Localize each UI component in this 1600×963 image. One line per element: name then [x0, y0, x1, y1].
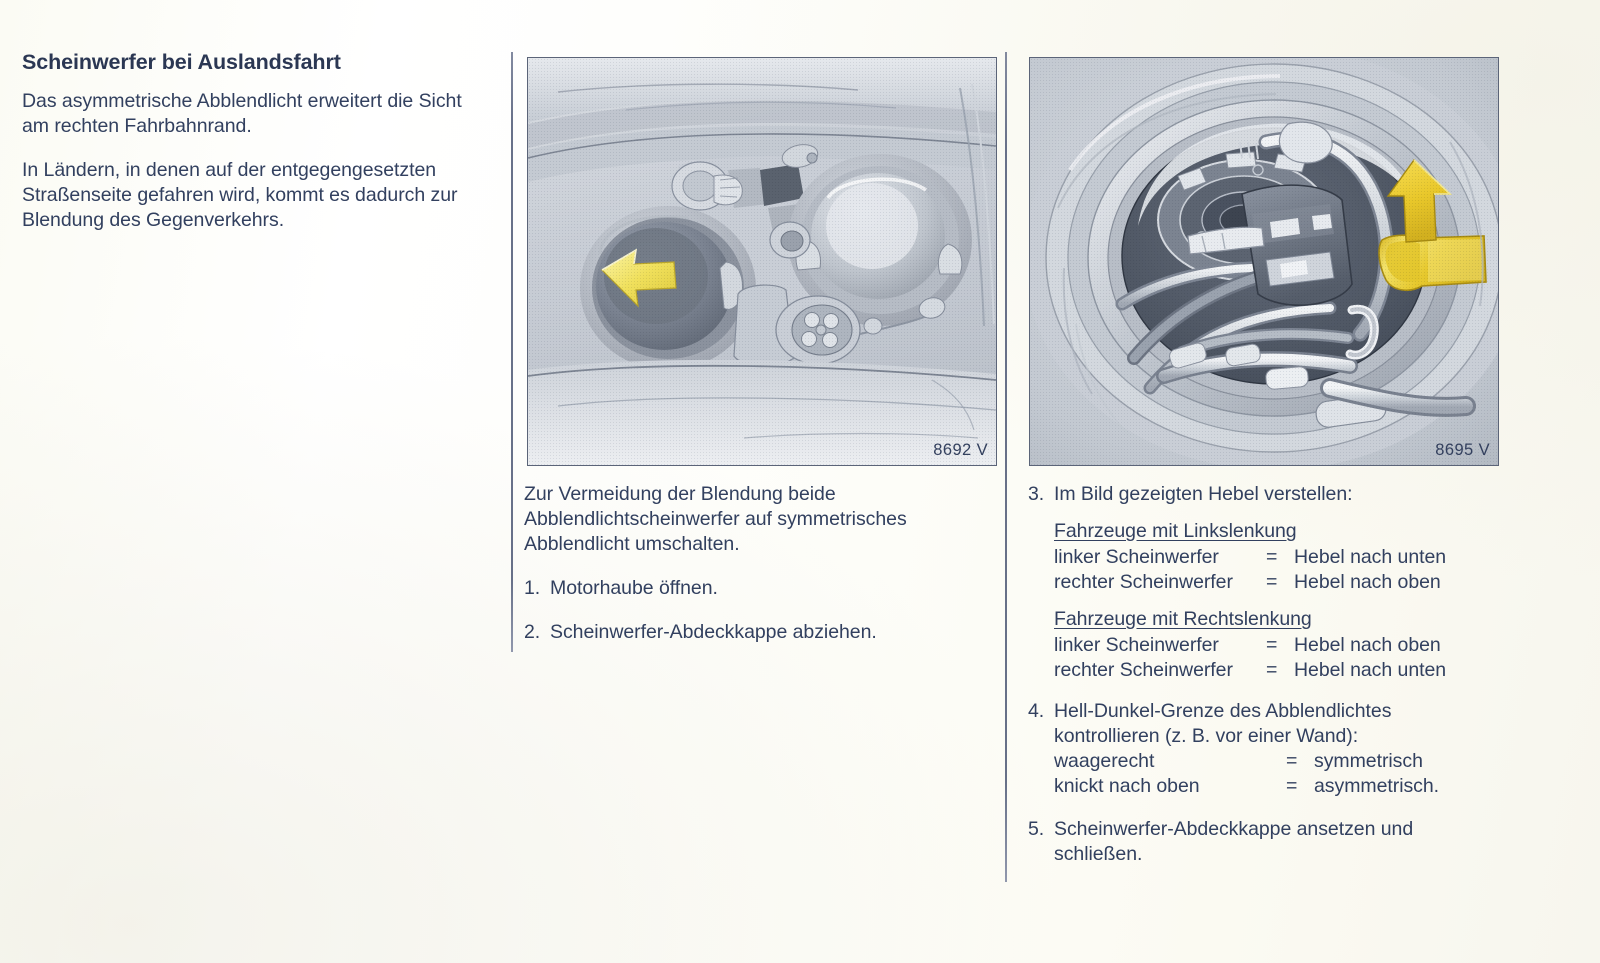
row-value: Hebel nach oben: [1294, 571, 1441, 593]
row-label: rechter Scheinwerfer: [1054, 571, 1233, 593]
step-4-number: 4.: [1028, 700, 1045, 722]
column-divider-middle: [511, 52, 513, 652]
row-label: knickt nach oben: [1054, 775, 1200, 797]
step-3-text: Im Bild gezeigten Hebel verstellen:: [1054, 483, 1353, 505]
row-value: Hebel nach unten: [1294, 659, 1447, 681]
row-value: Hebel nach oben: [1294, 634, 1441, 656]
row-label: linker Scheinwerfer: [1054, 546, 1219, 568]
group-heading-left-hand-drive: Fahrzeuge mit Linkslenkung: [1054, 520, 1297, 542]
step-5-number: 5.: [1028, 818, 1045, 840]
row-label: linker Scheinwerfer: [1054, 634, 1219, 656]
page-title: Scheinwerfer bei Auslandsfahrt: [22, 50, 341, 74]
table-row: linker Scheinwerfer = Hebel nach unten: [1054, 545, 1446, 570]
right-text-column: 3. Im Bild gezeigten Hebel verstellen: F…: [1028, 482, 1498, 867]
table-left-hand-drive: linker Scheinwerfer = Hebel nach unten r…: [1054, 545, 1446, 595]
row-value: symmetrisch: [1314, 750, 1423, 772]
figure-headlight-interior: 8695 V: [1029, 57, 1499, 466]
table-cutoff-check: waagerecht = symmetrisch knickt nach obe…: [1054, 749, 1439, 799]
table-row: knickt nach oben = asymmetrisch.: [1054, 774, 1439, 799]
step-2-number: 2.: [524, 621, 541, 643]
row-label: rechter Scheinwerfer: [1054, 659, 1233, 681]
intro-paragraph-2: In Ländern, in denen auf der entgegenges…: [22, 159, 458, 232]
step-4-text: Hell-Dunkel-Grenze des Abblendlichtes ko…: [1054, 700, 1392, 747]
row-equals: =: [1266, 634, 1278, 656]
step-2-text: Scheinwerfer-Abdeckkappe abziehen.: [550, 621, 877, 643]
step-3-body: Im Bild gezeigten Hebel verstellen: Fahr…: [1054, 482, 1498, 683]
table-row: rechter Scheinwerfer = Hebel nach unten: [1054, 658, 1446, 683]
figure-caption-8695: 8695 V: [1435, 441, 1490, 459]
row-equals: =: [1266, 659, 1278, 681]
table-row: linker Scheinwerfer = Hebel nach oben: [1054, 633, 1446, 658]
middle-text-column: Zur Vermeidung der Blendung beide Abblen…: [524, 482, 974, 664]
right-step-list: 3. Im Bild gezeigten Hebel verstellen: F…: [1028, 482, 1498, 867]
left-text-column: Scheinwerfer bei Auslandsfahrt Das asymm…: [22, 50, 477, 233]
step-1: 1. Motorhaube öffnen.: [524, 576, 974, 601]
step-3-number: 3.: [1028, 483, 1045, 505]
step-5: 5. Scheinwerfer-Abdeckkappe ansetzen und…: [1028, 817, 1498, 867]
column-divider-right: [1005, 52, 1007, 882]
step-4: 4. Hell-Dunkel-Grenze des Abblendlichtes…: [1028, 699, 1498, 799]
step-1-number: 1.: [524, 577, 541, 599]
group-heading-right-hand-drive: Fahrzeuge mit Rechtslenkung: [1054, 608, 1312, 630]
step-2: 2. Scheinwerfer-Abdeckkappe abziehen.: [524, 620, 974, 645]
intro-paragraph-1: Das asymmetrische Abblendlicht erweitert…: [22, 90, 462, 138]
row-equals: =: [1266, 546, 1278, 568]
table-row: rechter Scheinwerfer = Hebel nach oben: [1054, 570, 1446, 595]
figure-engine-bay: 8692 V: [527, 57, 997, 466]
step-4-body: Hell-Dunkel-Grenze des Abblendlichtes ko…: [1054, 699, 1498, 799]
figure-headlight-interior-illustration: [1030, 58, 1498, 465]
row-label: waagerecht: [1054, 750, 1155, 772]
table-row: waagerecht = symmetrisch: [1054, 749, 1439, 774]
step-1-text: Motorhaube öffnen.: [550, 577, 718, 599]
row-value: asymmetrisch.: [1314, 775, 1440, 797]
row-value: Hebel nach unten: [1294, 546, 1447, 568]
middle-intro-text: Zur Vermeidung der Blendung beide Abblen…: [524, 483, 907, 555]
step-5-text: Scheinwerfer-Abdeckkappe ansetzen und sc…: [1054, 818, 1414, 865]
figure-engine-bay-illustration: [528, 58, 996, 465]
step-3: 3. Im Bild gezeigten Hebel verstellen: F…: [1028, 482, 1498, 683]
table-right-hand-drive: linker Scheinwerfer = Hebel nach oben re…: [1054, 633, 1446, 683]
row-equals: =: [1286, 775, 1298, 797]
row-equals: =: [1286, 750, 1298, 772]
figure-caption-8692: 8692 V: [933, 441, 988, 459]
row-equals: =: [1266, 571, 1278, 593]
middle-step-list: 1. Motorhaube öffnen. 2. Scheinwerfer-Ab…: [524, 576, 974, 645]
